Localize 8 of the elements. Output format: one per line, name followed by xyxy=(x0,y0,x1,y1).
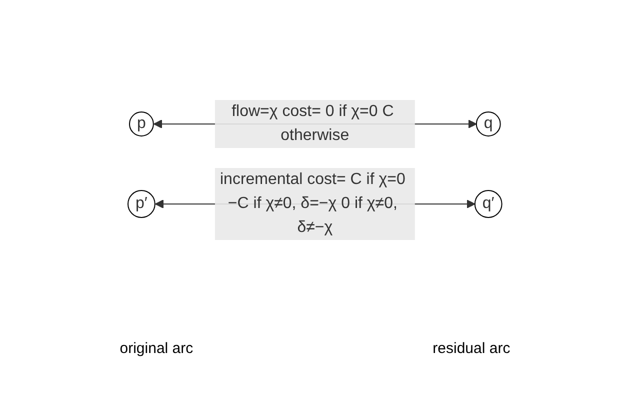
node-circle: p′ xyxy=(128,190,156,218)
edge-label: incremental cost= C if χ=0 −C if χ≠0, δ=−χ 0 if χ≠0, δ≠−χ xyxy=(220,171,406,236)
caption-text: residual arc xyxy=(432,340,510,357)
edge-label: flow=χ cost= 0 if χ=0 C otherwise xyxy=(232,103,394,144)
node-circle: q xyxy=(476,112,501,136)
node-circle: q′ xyxy=(474,190,502,218)
node-circle: p xyxy=(129,112,154,136)
caption-text: original arc xyxy=(120,340,194,357)
